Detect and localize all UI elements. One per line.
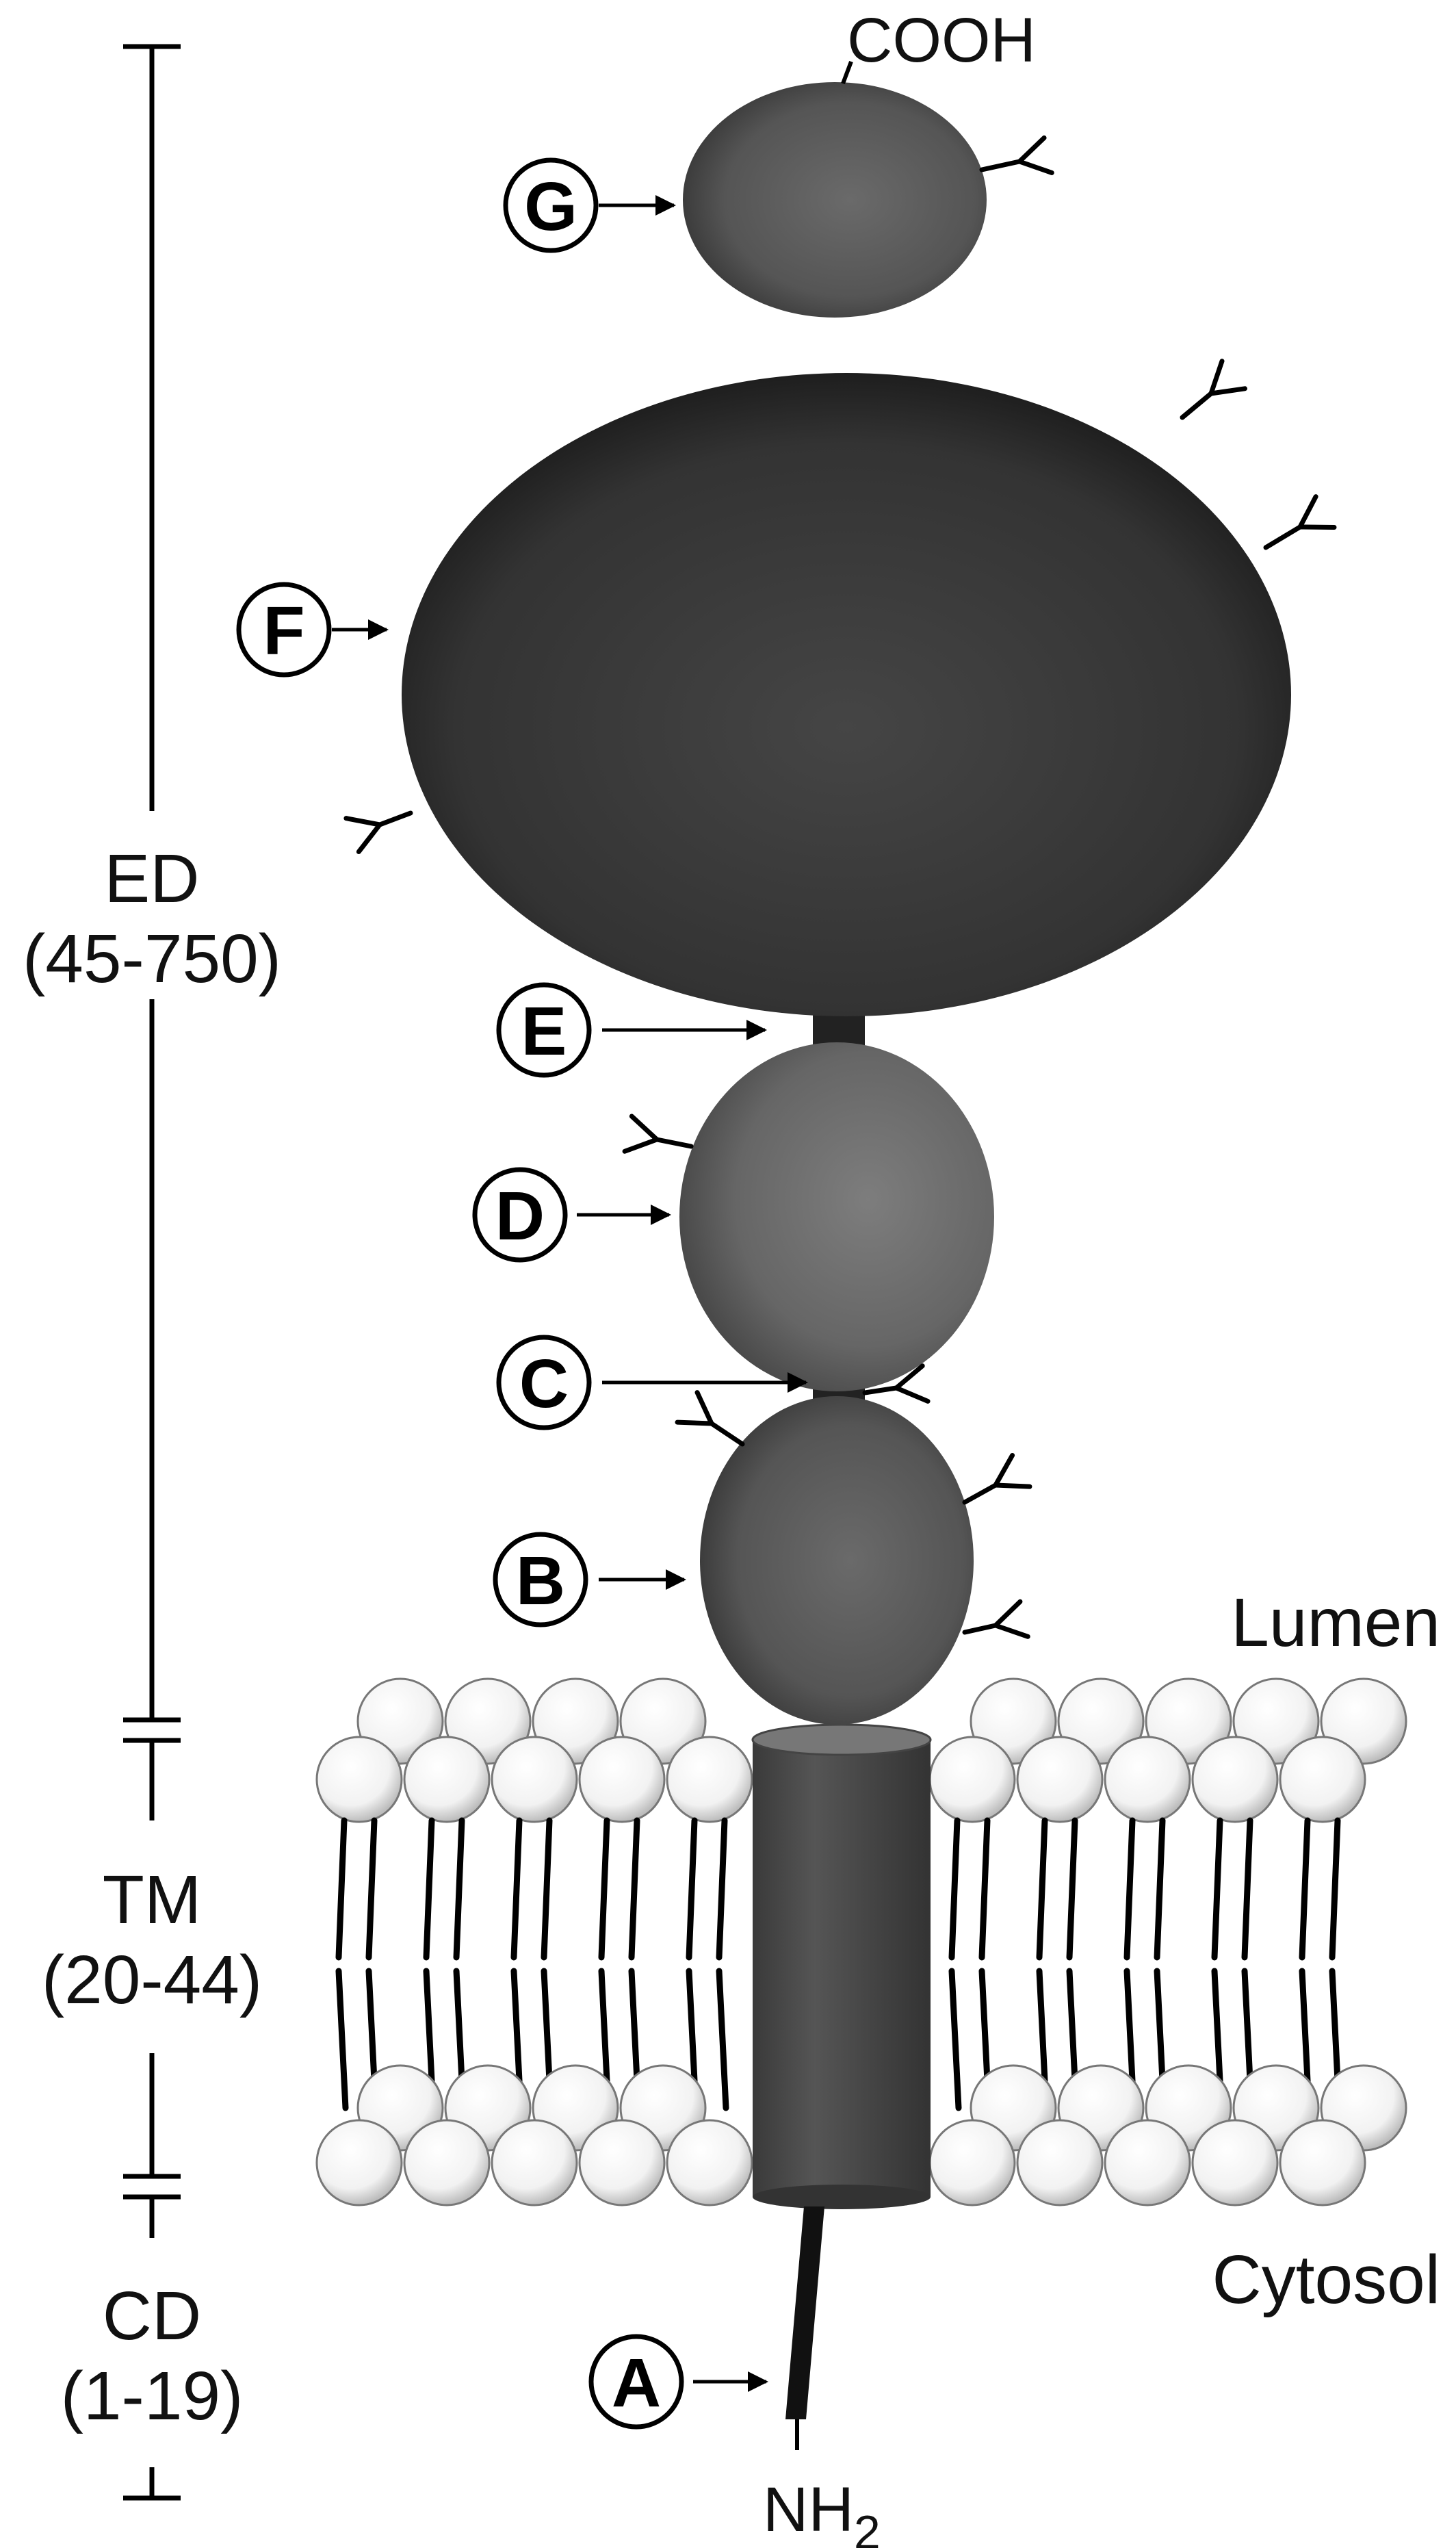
domain-d	[679, 1042, 994, 1391]
domain-letter: G	[524, 168, 577, 245]
glycan-mark	[962, 1599, 1030, 1639]
cytosolic-tail	[785, 2206, 824, 2419]
lipid-tail	[948, 1817, 992, 2111]
lipid-head	[403, 1736, 491, 1823]
domain-b	[700, 1396, 974, 1725]
lipid-head	[666, 1736, 753, 1823]
lipid-head	[578, 1736, 666, 1823]
glycan-mark	[1263, 494, 1337, 550]
lipid-tail	[1036, 1817, 1080, 2111]
domain-g	[683, 82, 987, 318]
c-terminus-line	[841, 60, 853, 85]
lipid-tail	[598, 1817, 642, 2111]
glycan-mark	[962, 1452, 1032, 1505]
lipid-head	[1191, 2119, 1279, 2206]
lipid-head	[578, 2119, 666, 2206]
lumen-label: Lumen	[1231, 1584, 1440, 1661]
domain-callouts: G F E D C B A	[236, 157, 808, 2430]
lipid-tail	[1299, 1817, 1342, 2111]
glycan-mark	[675, 1390, 745, 1447]
lipid-head	[491, 2119, 578, 2206]
domain-label-b: B	[493, 1532, 686, 1627]
lipid-tail	[335, 1817, 379, 2111]
domain-label-a: A	[588, 2334, 768, 2430]
glycan-mark	[979, 135, 1054, 175]
lipid-tail	[510, 1817, 554, 2111]
region-cd-range: (1-19)	[61, 2358, 244, 2434]
lipid-head	[491, 1736, 578, 1823]
lipid-head	[1104, 1736, 1191, 1823]
domain-letter: D	[495, 1178, 545, 1254]
domain-letter: C	[519, 1346, 569, 1422]
region-ed-range: (45-750)	[23, 921, 281, 997]
region-tm-range: (20-44)	[42, 1942, 262, 2018]
lipid-head	[1191, 1736, 1279, 1823]
domain-letter: E	[521, 993, 567, 1070]
glycan-mark	[343, 810, 413, 855]
glycan-mark	[622, 1114, 694, 1154]
lipid-tail	[1123, 1817, 1167, 2111]
domain-label-f: F	[236, 582, 389, 678]
lipid-bilayer	[315, 1677, 1407, 2206]
lipid-head	[928, 1736, 1016, 1823]
lipid-head	[1104, 2119, 1191, 2206]
region-ed-name: ED	[105, 840, 200, 917]
lipid-head	[315, 2119, 403, 2206]
glycan-mark	[862, 1363, 931, 1404]
domain-label-c: C	[496, 1335, 808, 1430]
glycosylation-sites	[343, 135, 1337, 1639]
domain-letter: F	[263, 593, 304, 669]
region-tm-name: TM	[103, 1862, 201, 1938]
domain-label-d: D	[472, 1167, 671, 1263]
lipid-head	[1279, 1736, 1366, 1823]
cytosol-label: Cytosol	[1212, 2241, 1440, 2318]
domain-f	[402, 373, 1291, 1016]
lipid-head	[1016, 2119, 1104, 2206]
lipid-head	[928, 2119, 1016, 2206]
transmembrane-helix	[751, 1723, 932, 2209]
region-scale-bar	[123, 44, 181, 2501]
lipid-head	[1279, 2119, 1366, 2206]
lipid-head	[315, 1736, 403, 1823]
domain-letter: A	[612, 2345, 661, 2421]
glycan-mark	[1180, 359, 1247, 420]
lipid-tail	[423, 1817, 467, 2111]
lipid-head	[666, 2119, 753, 2206]
domain-letter: B	[516, 1543, 565, 1619]
c-terminus-label: COOH	[847, 5, 1036, 75]
domain-label-g: G	[503, 157, 676, 253]
n-terminus-label: NH2	[763, 2475, 881, 2548]
lipid-head	[1016, 1736, 1104, 1823]
domain-label-e: E	[496, 982, 767, 1078]
lipid-tail	[1211, 1817, 1255, 2111]
lipid-tail	[686, 1817, 729, 2111]
lipid-head	[403, 2119, 491, 2206]
region-cd-name: CD	[103, 2278, 201, 2354]
